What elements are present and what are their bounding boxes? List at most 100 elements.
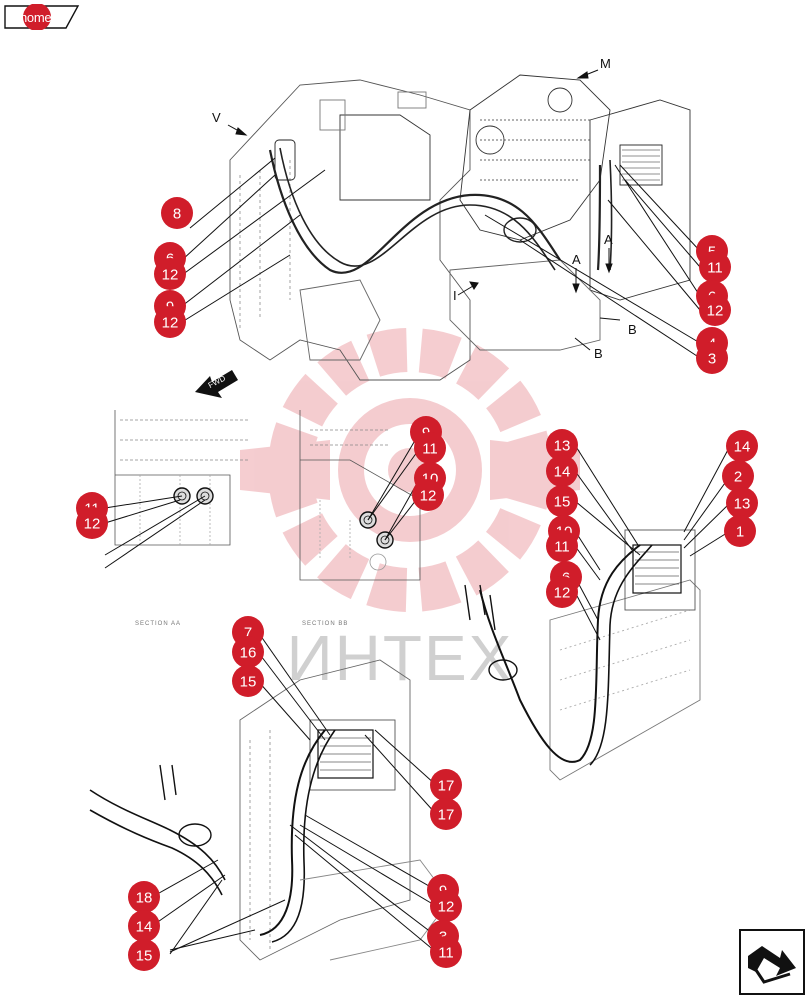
callout-bubble [699, 251, 731, 283]
callout-number: 2 [734, 469, 742, 486]
callout-12[interactable]: 12 [154, 306, 186, 338]
callout-13[interactable]: 13 [726, 487, 758, 519]
callout-number: 15 [136, 948, 153, 965]
callout-bubble [154, 258, 186, 290]
callout-number: 14 [734, 439, 751, 456]
callout-number: 17 [438, 778, 455, 795]
section-bb-label: SECTION BB [302, 621, 348, 627]
callout-number: 12 [554, 585, 571, 602]
callout-bubble [161, 197, 193, 229]
callout-11[interactable]: 11 [430, 936, 462, 968]
callout-number: 11 [438, 945, 454, 962]
callout-group: 8612912511612431112911101213141510116121… [76, 197, 758, 971]
callout-bubble [128, 881, 160, 913]
callout-15[interactable]: 15 [232, 665, 264, 697]
view-markers [227, 69, 621, 351]
callout-number: 7 [244, 625, 252, 642]
callout-14[interactable]: 14 [128, 910, 160, 942]
callout-bubble [232, 665, 264, 697]
callout-number: 12 [162, 315, 179, 332]
home-button[interactable]: home [4, 4, 80, 30]
section-aa-label: SECTION AA [135, 621, 181, 627]
callout-3[interactable]: 3 [696, 342, 728, 374]
callout-bubble [726, 430, 758, 462]
callout-12[interactable]: 12 [412, 479, 444, 511]
callout-number: 13 [734, 496, 751, 513]
return-button[interactable] [738, 928, 806, 996]
callout-number: 12 [420, 488, 437, 505]
callout-bubble [76, 507, 108, 539]
callout-bubble [696, 342, 728, 374]
callout-bubble [546, 455, 578, 487]
callout-bubble [430, 769, 462, 801]
section-bb-drawing [299, 410, 421, 581]
cooler-detail-drawing [464, 529, 701, 781]
callout-bubble [154, 306, 186, 338]
return-arrow-icon [739, 929, 805, 995]
callout-12[interactable]: 12 [699, 294, 731, 326]
callout-bubble [546, 530, 578, 562]
callout-12[interactable]: 12 [154, 258, 186, 290]
callout-12[interactable]: 12 [430, 890, 462, 922]
callout-number: 17 [438, 807, 455, 824]
callout-12[interactable]: 12 [76, 507, 108, 539]
callout-number: 15 [554, 494, 571, 511]
callout-number: 12 [438, 899, 455, 916]
callout-2[interactable]: 2 [722, 460, 754, 492]
callout-number: 12 [84, 516, 101, 533]
watermark-text: ИНТЕХ [287, 622, 514, 694]
callout-number: 1 [736, 524, 744, 541]
callout-bubble [430, 798, 462, 830]
callout-number: 14 [136, 919, 153, 936]
forward-arrow-icon: FWD [195, 370, 238, 398]
callout-bubble [128, 910, 160, 942]
callout-number: 15 [240, 674, 257, 691]
callout-bubble [546, 576, 578, 608]
callout-number: 14 [554, 464, 571, 481]
view-label-i: I [453, 288, 457, 303]
callout-bubble [724, 515, 756, 547]
callout-bubble [722, 460, 754, 492]
callout-bubble [430, 936, 462, 968]
callout-bubble [232, 636, 264, 668]
callout-1[interactable]: 1 [724, 515, 756, 547]
callout-number: 12 [162, 267, 179, 284]
view-label-a-left: A [572, 252, 581, 267]
callout-bubble [546, 485, 578, 517]
callout-13[interactable]: 13 [546, 429, 578, 461]
callout-11[interactable]: 11 [699, 251, 731, 283]
view-label-v: V [212, 110, 221, 125]
callout-bubble [699, 294, 731, 326]
callout-number: 13 [554, 438, 571, 455]
watermark-gear-logo [240, 328, 580, 612]
callout-17[interactable]: 17 [430, 798, 462, 830]
callout-15[interactable]: 15 [546, 485, 578, 517]
callout-number: 3 [708, 351, 716, 368]
callout-number: 11 [422, 441, 438, 458]
callout-number: 11 [707, 260, 723, 277]
callout-18[interactable]: 18 [128, 881, 160, 913]
callout-17[interactable]: 17 [430, 769, 462, 801]
callout-bubble [726, 487, 758, 519]
callout-14[interactable]: 14 [726, 430, 758, 462]
view-label-m: M [600, 56, 611, 71]
callout-number: 8 [173, 206, 181, 223]
callout-bubble [412, 479, 444, 511]
callout-11[interactable]: 11 [546, 530, 578, 562]
view-label-b-right: B [628, 322, 637, 337]
callout-11[interactable]: 11 [414, 432, 446, 464]
callout-15[interactable]: 15 [128, 939, 160, 971]
leader-lines [104, 157, 731, 955]
callout-number: 18 [136, 890, 153, 907]
callout-bubble [546, 429, 578, 461]
callout-bubble [128, 939, 160, 971]
callout-14[interactable]: 14 [546, 455, 578, 487]
callout-8[interactable]: 8 [161, 197, 193, 229]
callout-12[interactable]: 12 [546, 576, 578, 608]
callout-number: 12 [707, 303, 724, 320]
callout-bubble [430, 890, 462, 922]
callout-number: 11 [554, 539, 570, 556]
view-label-b-bottom: B [594, 346, 603, 361]
callout-16[interactable]: 16 [232, 636, 264, 668]
